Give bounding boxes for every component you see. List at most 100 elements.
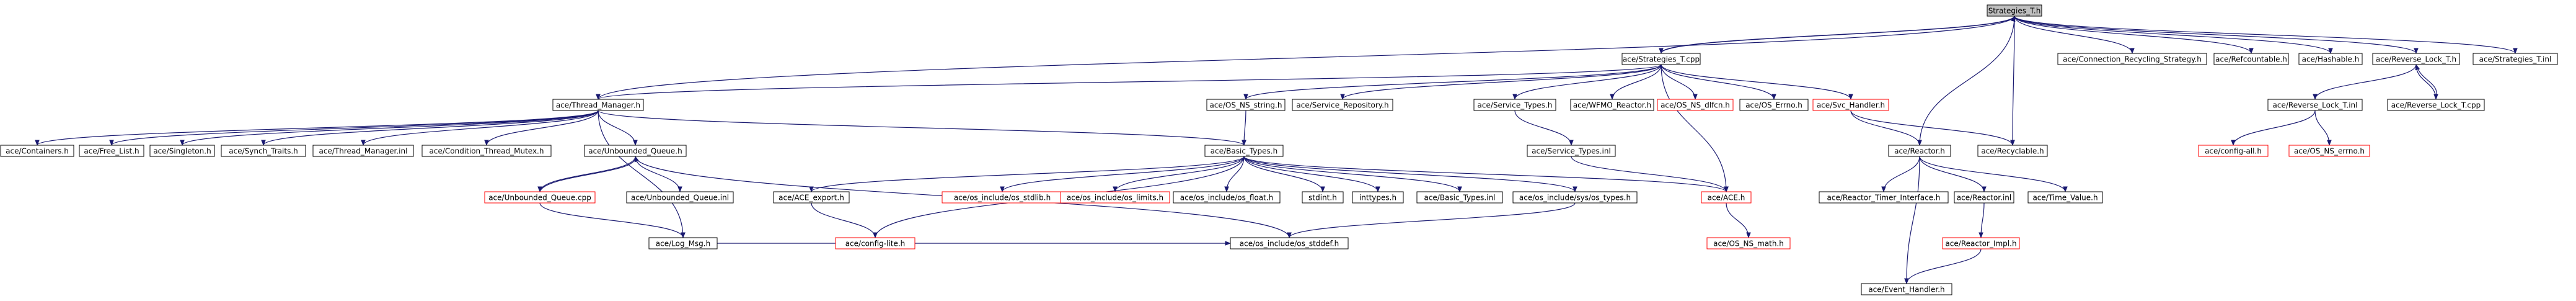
file-node-ace-basic-types-h[interactable]: ace/Basic_Types.h (1204, 145, 1284, 157)
file-node-ace-os-include-os-float-h[interactable]: ace/os_include/os_float.h (1173, 191, 1281, 204)
file-node-ace-unbounded-queue-h[interactable]: ace/Unbounded_Queue.h (584, 145, 687, 157)
file-node-ace-os-include-os-stdlib-h[interactable]: ace/os_include/os_stdlib.h (942, 191, 1063, 204)
node-box (1512, 191, 1638, 204)
file-node-ace-containers-h[interactable]: ace/Containers.h (0, 145, 74, 157)
file-node-ace-os-include-sys-os-types-h[interactable]: ace/os_include/sys/os_types.h (1512, 191, 1638, 204)
file-node-ace-unbounded-queue-inl[interactable]: ace/Unbounded_Queue.inl (626, 191, 734, 204)
node-box (552, 99, 644, 111)
file-node-ace-reverse-lock-t-cpp[interactable]: ace/Reverse_Lock_T.cpp (2387, 99, 2485, 111)
node-box (1206, 99, 1286, 111)
node-box (1527, 145, 1616, 157)
node-label: ace/config-lite.h (845, 240, 906, 248)
file-node-ace-strategies-t-cpp[interactable]: ace/Strategies_T.cpp (1621, 53, 1701, 65)
node-box (0, 145, 74, 157)
file-node-ace-reactor-timer-interface-h[interactable]: ace/Reactor_Timer_Interface.h (1819, 191, 1949, 204)
file-node-ace-hashable-h[interactable]: ace/Hashable.h (2298, 53, 2363, 65)
file-node-ace-event-handler-h[interactable]: ace/Event_Handler.h (1861, 283, 1952, 295)
file-node-ace-os-ns-string-h[interactable]: ace/OS_NS_string.h (1206, 99, 1286, 111)
edge-strategies-t-h-to-ace-connection-recycling-strategy-h (2014, 16, 2135, 54)
edge-ace-strategies-t-cpp-to-strategies-t-h (1661, 16, 2016, 54)
file-node-ace-refcountable-h[interactable]: ace/Refcountable.h (2213, 53, 2289, 65)
file-node-ace-service-types-inl[interactable]: ace/Service_Types.inl (1527, 145, 1616, 157)
node-box (221, 145, 306, 157)
file-node-ace-os-ns-dlfcn-h[interactable]: ace/OS_NS_dlfcn.h (1657, 99, 1734, 111)
node-label: ace/Recyclable.h (1981, 147, 2044, 156)
file-node-ace-reverse-lock-t-h[interactable]: ace/Reverse_Lock_T.h (2372, 53, 2460, 65)
file-node-ace-reverse-lock-t-inl[interactable]: ace/Reverse_Lock_T.inl (2267, 99, 2363, 111)
file-node-ace-thread-manager-h[interactable]: ace/Thread_Manager.h (552, 99, 644, 111)
edge-ace-thread-manager-h-to-ace-unbounded-queue-h (598, 110, 638, 146)
node-box (1204, 145, 1284, 157)
node-label: ace/ACE.h (1708, 194, 1745, 202)
file-node-ace-wfmo-reactor-h[interactable]: ace/WFMO_Reactor.h (1570, 99, 1654, 111)
file-node-inttypes-h[interactable]: inttypes.h (1352, 191, 1404, 204)
node-label: ace/Singleton.h (153, 147, 211, 156)
edge-ace-unbounded-queue-h-to-ace-unbounded-queue-cpp (537, 156, 636, 192)
node-box (2387, 99, 2485, 111)
file-node-ace-reactor-inl[interactable]: ace/Reactor.inl (1954, 191, 2014, 204)
node-box (1352, 191, 1404, 204)
file-node-ace-service-repository-h[interactable]: ace/Service_Repository.h (1292, 99, 1393, 111)
edge-ace-strategies-t-cpp-to-ace-svc-handler-h (1661, 64, 1853, 100)
edge-ace-unbounded-queue-cpp-to-ace-unbounded-queue-h (539, 156, 639, 192)
edge-strategies-t-h-to-ace-reactor-h (1917, 16, 2015, 146)
file-node-ace-thread-manager-inl[interactable]: ace/Thread_Manager.inl (312, 145, 414, 157)
edge-ace-basic-types-h-to-ace-os-include-os-stdlib-h (1000, 156, 1245, 192)
file-node-ace-reactor-h[interactable]: ace/Reactor.h (1888, 145, 1951, 157)
edge-ace-thread-manager-h-to-ace-containers-h (35, 110, 599, 146)
file-node-ace-unbounded-queue-cpp[interactable]: ace/Unbounded_Queue.cpp (484, 191, 596, 204)
edge-ace-reverse-lock-t-inl-to-ace-os-ns-errno-h (2314, 110, 2332, 146)
node-label: ace/Basic_Types.inl (1424, 194, 1495, 202)
edge-strategies-t-h-to-ace-reverse-lock-t-h (2014, 16, 2419, 54)
file-node-ace-connection-recycling-strategy-h[interactable]: ace/Connection_Recycling_Strategy.h (2057, 53, 2207, 65)
file-node-ace-os-include-os-stddef-h[interactable]: ace/os_include/os_stddef.h (1230, 237, 1349, 249)
file-node-ace-os-ns-errno-h[interactable]: ace/OS_NS_errno.h (2288, 145, 2370, 157)
edge-strategies-t-h-to-ace-thread-manager-h (596, 16, 2015, 100)
edge-ace-os-include-sys-os-types-h-to-ace-os-include-os-stddef-h (1287, 202, 1576, 238)
file-node-ace-os-ns-math-h[interactable]: ace/OS_NS_math.h (1706, 237, 1791, 249)
file-node-stdint-h[interactable]: stdint.h (1302, 191, 1344, 204)
edge-ace-thread-manager-h-to-ace-log-msg-h (598, 110, 686, 238)
node-label: ace/Event_Handler.h (1868, 285, 1944, 294)
file-node-ace-synch-traits-h[interactable]: ace/Synch_Traits.h (221, 145, 306, 157)
edge-ace-strategies-t-cpp-to-ace-service-types-h (1512, 64, 1662, 100)
file-node-ace-basic-types-inl[interactable]: ace/Basic_Types.inl (1416, 191, 1503, 204)
file-node-ace-recyclable-h[interactable]: ace/Recyclable.h (1977, 145, 2048, 157)
file-node-ace-strategies-t-inl[interactable]: ace/Strategies_T.inl (2472, 53, 2558, 65)
file-node-ace-singleton-h[interactable]: ace/Singleton.h (149, 145, 215, 157)
node-box (1473, 99, 1556, 111)
file-node-ace-os-include-os-limits-h[interactable]: ace/os_include/os_limits.h (1060, 191, 1170, 204)
edge-strategies-t-h-to-ace-refcountable-h (2014, 16, 2254, 54)
node-label: ace/OS_NS_dlfcn.h (1661, 101, 1730, 110)
node-box (1888, 145, 1951, 157)
node-label: stdint.h (1308, 194, 1337, 202)
edge-ace-svc-handler-h-to-ace-recyclable-h (1850, 110, 2015, 146)
node-label: ace/Unbounded_Queue.h (588, 147, 682, 156)
file-node-ace-service-types-h[interactable]: ace/Service_Types.h (1473, 99, 1556, 111)
edge-ace-thread-manager-h-to-ace-basic-types-h (598, 110, 1246, 146)
edge-ace-strategies-t-cpp-to-ace-os-ns-string-h (1243, 64, 1662, 100)
edge-ace-strategies-t-cpp-to-ace-ace-h (1661, 64, 1729, 192)
edge-ace-reverse-lock-t-h-to-ace-reverse-lock-t-inl (2313, 64, 2417, 100)
node-label: ace/Strategies_T.cpp (1623, 55, 1700, 64)
file-node-ace-condition-thread-mutex-h[interactable]: ace/Condition_Thread_Mutex.h (421, 145, 552, 157)
file-node-ace-svc-handler-h[interactable]: ace/Svc_Handler.h (1812, 99, 1889, 111)
node-box (1657, 99, 1734, 111)
file-node-ace-config-all-h[interactable]: ace/config-all.h (2198, 145, 2269, 157)
file-node-ace-time-value-h[interactable]: ace/Time_Value.h (2027, 191, 2103, 204)
edge-ace-reactor-h-to-ace-time-value-h (1919, 156, 2068, 192)
file-node-ace-os-errno-h[interactable]: ace/OS_Errno.h (1739, 99, 1809, 111)
file-node-ace-ace-export-h[interactable]: ace/ACE_export.h (773, 191, 850, 204)
node-label: ace/Service_Types.h (1478, 101, 1553, 110)
node-label: ace/Reactor.h (1894, 147, 1945, 156)
node-label: ace/Reactor.inl (1957, 194, 2011, 202)
file-node-ace-log-msg-h[interactable]: ace/Log_Msg.h (648, 237, 718, 249)
file-node-ace-ace-h[interactable]: ace/ACE.h (1701, 191, 1752, 204)
file-node-ace-config-lite-h[interactable]: ace/config-lite.h (835, 237, 915, 249)
edge-ace-reactor-h-to-ace-reactor-inl (1919, 156, 1987, 192)
file-node-ace-reactor-impl-h[interactable]: ace/Reactor_Impl.h (1942, 237, 2020, 249)
edge-ace-reactor-h-to-ace-reactor-timer-interface-h (1881, 156, 1920, 192)
file-node-strategies-t-h: Strategies_T.h (1987, 4, 2042, 17)
file-node-ace-free-list-h[interactable]: ace/Free_List.h (79, 145, 144, 157)
node-box (1861, 283, 1952, 295)
